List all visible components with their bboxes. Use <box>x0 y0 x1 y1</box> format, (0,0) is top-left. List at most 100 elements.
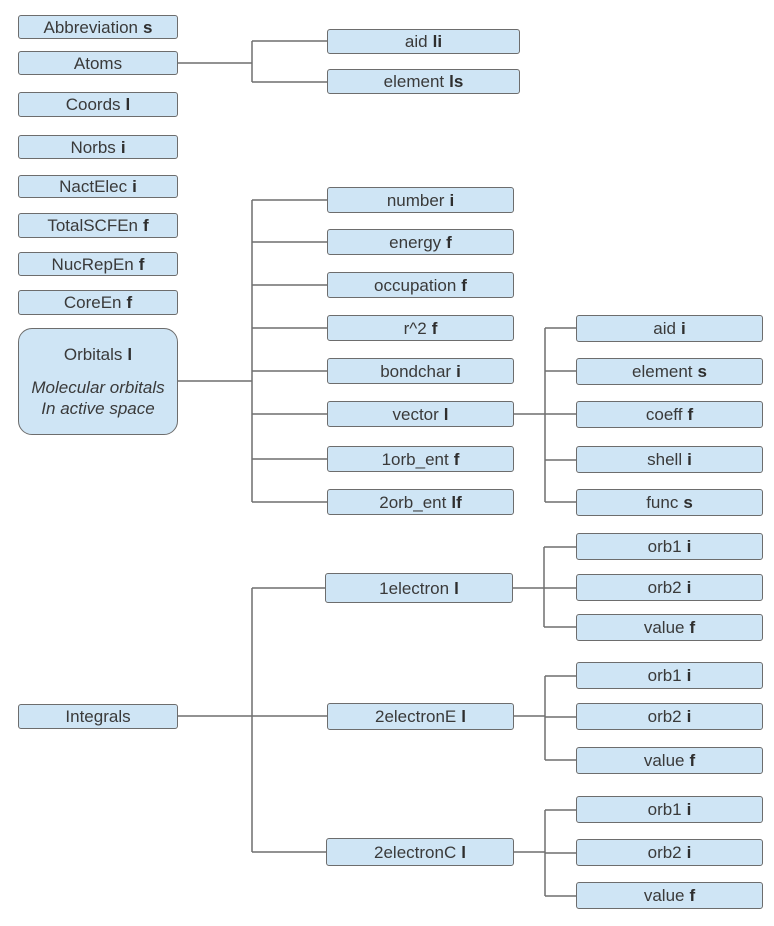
orbitals-note-line2: In active space <box>41 399 155 419</box>
orbitals-note-line1: Molecular orbitals <box>31 377 165 397</box>
node-label: value <box>643 886 685 905</box>
node-type: i <box>456 361 461 381</box>
node-nucrepen: NucRepEn f <box>18 252 178 276</box>
node-label: orb2 <box>647 707 682 726</box>
node-type: i <box>686 537 692 556</box>
node-1electron-value: value f <box>576 614 763 641</box>
node-label: Coords <box>65 95 121 114</box>
node-label: orb2 <box>647 843 682 862</box>
node-nactelec: NactElec i <box>18 175 178 198</box>
node-type: l <box>125 95 131 114</box>
node-label: Norbs <box>70 137 116 157</box>
node-type: f <box>453 449 460 469</box>
node-integral-1electron: 1electron l <box>325 573 513 603</box>
node-type: s <box>143 17 153 37</box>
node-type: l <box>454 578 459 598</box>
node-label: r^2 <box>403 318 427 338</box>
node-label: energy <box>389 232 442 252</box>
node-type: s <box>683 493 693 512</box>
node-orbital-2orb-ent: 2orb_ent lf <box>327 489 514 515</box>
node-type: ls <box>449 72 464 91</box>
node-type: f <box>687 405 694 424</box>
node-type: f <box>143 216 149 235</box>
node-vector-aid: aid i <box>576 315 763 342</box>
node-orbital-occupation: occupation f <box>327 272 514 298</box>
node-type: l <box>443 404 449 424</box>
node-type: lf <box>451 492 462 512</box>
node-type: i <box>120 137 126 157</box>
node-orbitals: Orbitals l Molecular orbitals In active … <box>18 328 178 435</box>
node-vector-shell: shell i <box>576 446 763 473</box>
node-type: f <box>431 318 438 338</box>
node-label: 2electronC <box>374 842 457 862</box>
node-label: TotalSCFEn <box>47 216 139 235</box>
node-label: 2electronE <box>374 707 457 726</box>
node-type: i <box>686 666 692 685</box>
node-atoms-aid: aid li <box>327 29 520 54</box>
node-integrals: Integrals <box>18 704 178 729</box>
node-label: 1orb_ent <box>381 449 449 469</box>
node-integral-2electronE: 2electronE l <box>327 703 514 730</box>
node-label: aid <box>653 319 676 338</box>
node-2electronC-orb1: orb1 i <box>576 796 763 823</box>
node-orbital-1orb-ent: 1orb_ent f <box>327 446 514 472</box>
node-type: i <box>680 319 686 338</box>
node-label: Orbitals <box>63 344 123 364</box>
node-type: i <box>687 450 692 469</box>
node-vector-element: element s <box>576 358 763 385</box>
node-type: l <box>127 344 133 364</box>
node-2electronE-orb1: orb1 i <box>576 662 763 689</box>
node-coords: Coords l <box>18 92 178 117</box>
node-label: 1electron <box>379 578 450 598</box>
node-integral-2electronC: 2electronC l <box>326 838 514 866</box>
node-label: orb1 <box>647 537 682 556</box>
node-type: i <box>449 190 455 210</box>
node-type: i <box>686 578 692 597</box>
node-type: i <box>686 707 692 726</box>
node-label: func <box>646 493 679 512</box>
node-type: li <box>432 32 443 51</box>
node-orbital-vector: vector l <box>327 401 514 427</box>
node-type: f <box>126 293 133 312</box>
node-type: f <box>138 254 145 274</box>
node-type: i <box>686 800 692 819</box>
node-label: element <box>632 362 693 381</box>
node-type: f <box>689 618 696 637</box>
node-abbreviation: Abbreviation s <box>18 15 178 39</box>
node-label: occupation <box>374 275 457 295</box>
node-label: value <box>643 751 685 770</box>
node-label: Atoms <box>73 53 123 73</box>
node-label: orb1 <box>647 800 682 819</box>
node-type: s <box>697 362 707 381</box>
node-atoms-element: element ls <box>327 69 520 94</box>
node-norbs: Norbs i <box>18 135 178 159</box>
node-label: NactElec <box>59 177 128 196</box>
node-type: f <box>461 275 467 295</box>
node-label: Abbreviation <box>43 17 139 37</box>
node-1electron-orb2: orb2 i <box>576 574 763 601</box>
node-label: Integrals <box>65 707 131 726</box>
node-atoms: Atoms <box>18 51 178 75</box>
node-2electronC-orb2: orb2 i <box>576 839 763 866</box>
node-type: f <box>446 232 452 252</box>
node-type: f <box>689 886 696 905</box>
node-vector-func: func s <box>576 489 763 516</box>
node-type: i <box>686 843 692 862</box>
node-2electronE-orb2: orb2 i <box>576 703 763 730</box>
node-vector-coeff: coeff f <box>576 401 763 428</box>
node-orbital-energy: energy f <box>327 229 514 255</box>
node-label: element <box>383 72 445 91</box>
node-orbital-r2: r^2 f <box>327 315 514 341</box>
node-type: l <box>461 842 466 862</box>
node-type: f <box>689 751 696 770</box>
node-label: value <box>643 618 685 637</box>
node-label: vector <box>392 404 439 424</box>
node-2electronE-value: value f <box>576 747 763 774</box>
node-orbital-bondchar: bondchar i <box>327 358 514 384</box>
node-label: CoreEn <box>63 293 122 312</box>
node-type: i <box>132 177 137 196</box>
node-label: shell <box>647 450 683 469</box>
node-label: orb2 <box>647 578 682 597</box>
